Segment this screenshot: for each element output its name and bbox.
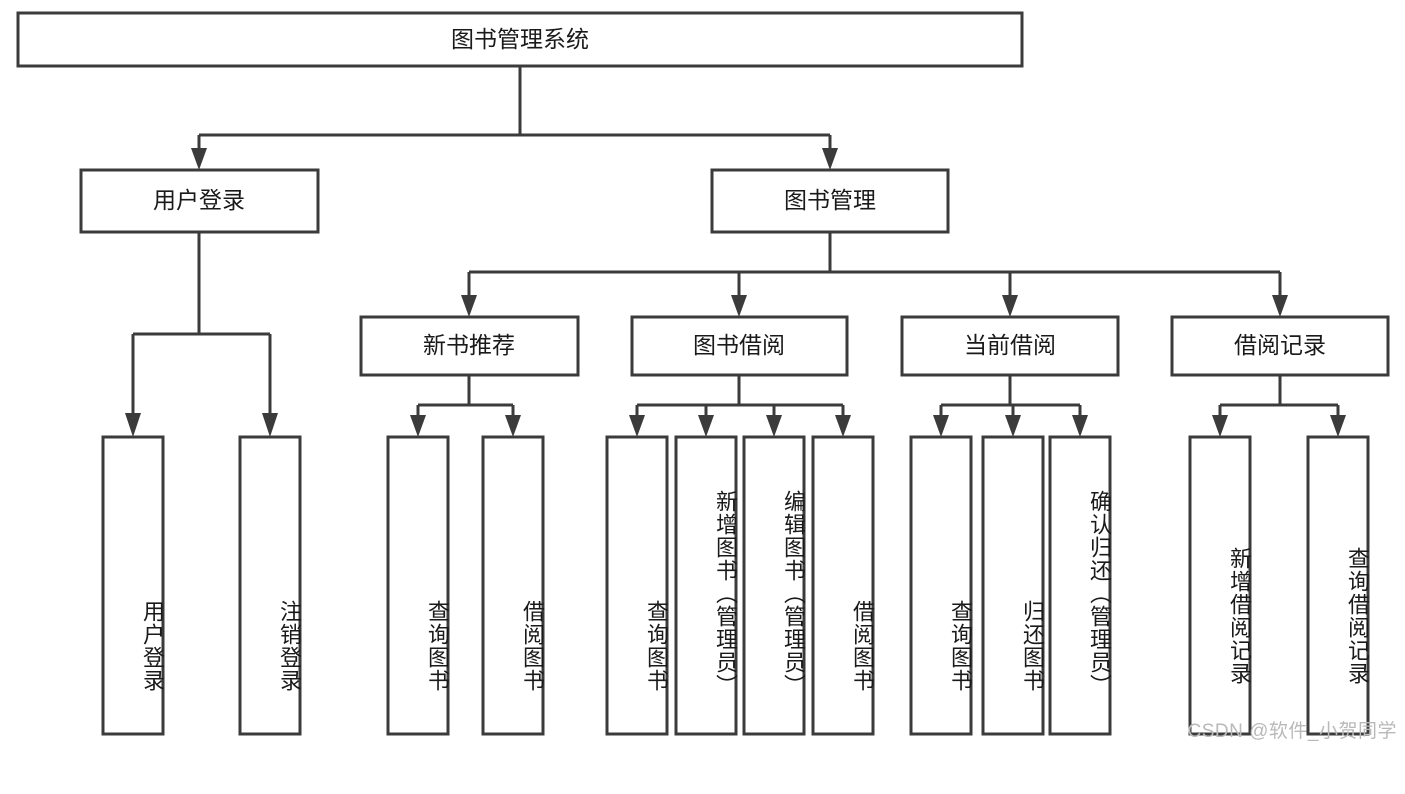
- arrow-head-icon: [629, 415, 645, 437]
- node-root[interactable]: 图书管理系统: [16, 11, 1024, 68]
- node-box-leaf[interactable]: [981, 435, 1045, 736]
- node-label-book-borrow: 图书借阅: [693, 332, 785, 358]
- node-box-leaf[interactable]: [1048, 435, 1112, 736]
- node-box-leaf[interactable]: [386, 435, 450, 736]
- arrow-head-icon: [835, 415, 851, 437]
- node-box-leaf[interactable]: [909, 435, 973, 736]
- node-box-leaf[interactable]: [811, 435, 875, 736]
- node-box-new-book-recommend[interactable]: [359, 315, 580, 377]
- arrow-head-icon: [698, 415, 714, 437]
- hierarchy-diagram-svg: 图书管理系统 用户登录 图书管理: [16, 11, 1390, 736]
- arrow-head-icon: [933, 415, 949, 437]
- connector-borrow-record-to-leaves: [1212, 375, 1346, 437]
- node-book-management[interactable]: 图书管理: [710, 168, 950, 234]
- node-box-leaf[interactable]: [674, 435, 738, 736]
- node-new-book-recommend[interactable]: 新书推荐: [359, 315, 580, 377]
- node-label-user-login: 用户登录: [153, 187, 245, 213]
- connector-current-borrow-to-leaves: [933, 375, 1088, 437]
- node-box-leaf[interactable]: [1188, 435, 1252, 736]
- node-user-login[interactable]: 用户登录: [79, 168, 320, 234]
- arrow-head-icon: [1330, 415, 1346, 437]
- node-label-root: 图书管理系统: [451, 26, 589, 52]
- node-box-root[interactable]: [16, 11, 1024, 68]
- arrow-head-icon: [125, 413, 141, 437]
- arrow-head-icon: [766, 415, 782, 437]
- arrow-head-icon: [1212, 415, 1228, 437]
- node-label-new-book-recommend: 新书推荐: [423, 332, 515, 358]
- node-label-current-borrow: 当前借阅: [964, 332, 1056, 358]
- leaf-boxes-group: [101, 435, 1370, 736]
- connector-book-borrow-to-leaves: [629, 375, 851, 437]
- node-box-current-borrow[interactable]: [900, 315, 1120, 377]
- connector-user-login-to-leaves: [125, 232, 278, 437]
- node-box-leaf[interactable]: [605, 435, 669, 736]
- arrow-head-icon: [191, 148, 207, 170]
- arrow-head-icon: [262, 413, 278, 437]
- node-borrow-record[interactable]: 借阅记录: [1170, 315, 1390, 377]
- watermark-text: CSDN @软件_小贺同学: [1187, 721, 1397, 742]
- connector-root-to-level2: [191, 66, 838, 170]
- diagram-canvas: 图书管理系统 用户登录 图书管理: [16, 11, 1397, 742]
- node-box-leaf[interactable]: [481, 435, 545, 736]
- arrow-head-icon: [1072, 415, 1088, 437]
- arrow-head-icon: [505, 415, 521, 437]
- node-label-borrow-record: 借阅记录: [1234, 332, 1326, 358]
- node-box-leaf[interactable]: [1306, 435, 1370, 736]
- connector-new-book-recommend-to-leaves: [410, 375, 521, 437]
- node-box-leaf[interactable]: [101, 435, 165, 736]
- node-label-book-management: 图书管理: [784, 187, 876, 213]
- arrow-head-icon: [1272, 295, 1288, 317]
- node-box-leaf[interactable]: [238, 435, 302, 736]
- connector-book-management-to-level3: [461, 232, 1288, 317]
- arrow-head-icon: [461, 295, 477, 317]
- node-book-borrow[interactable]: 图书借阅: [630, 315, 849, 377]
- arrow-head-icon: [822, 148, 838, 170]
- node-box-leaf[interactable]: [742, 435, 806, 736]
- arrow-head-icon: [410, 415, 426, 437]
- arrow-head-icon: [1005, 415, 1021, 437]
- arrow-head-icon: [1002, 295, 1018, 317]
- node-current-borrow[interactable]: 当前借阅: [900, 315, 1120, 377]
- arrow-head-icon: [731, 295, 747, 317]
- node-box-user-login[interactable]: [79, 168, 320, 234]
